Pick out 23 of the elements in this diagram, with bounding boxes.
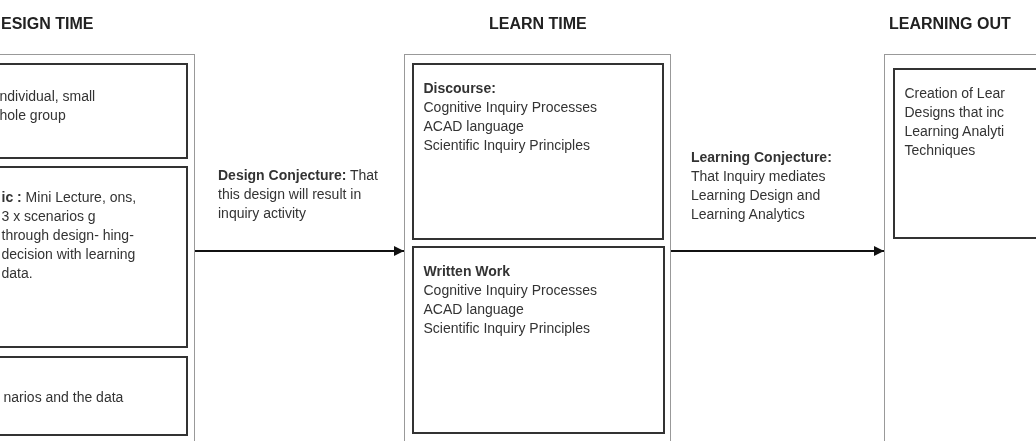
content-box — [0, 355, 188, 436]
box-text: ACAD language — [423, 116, 524, 136]
box-text: Creation of Lear Designs that inc Learning Analyti Techniques — [904, 83, 1006, 160]
content-box — [0, 165, 188, 348]
arrow — [670, 246, 885, 256]
box-text: ACAD language — [423, 299, 524, 319]
content-box — [0, 62, 188, 159]
box-heading: Written Work — [423, 261, 511, 281]
column-heading: LEARN TIME — [489, 15, 587, 33]
box-text: ndividual, small hole group — [0, 86, 97, 125]
box-text: Scientific Inquiry Principles — [423, 135, 590, 155]
box-heading: Discourse: — [423, 78, 496, 98]
arrow — [194, 246, 405, 256]
box-text: Cognitive Inquiry Processes — [423, 97, 598, 117]
column-heading: LEARNING OUT — [889, 15, 1011, 33]
content-box — [411, 62, 664, 240]
box-text: Scientific Inquiry Principles — [423, 318, 590, 338]
column-heading: ESIGN TIME — [1, 15, 94, 33]
content-box — [411, 245, 665, 434]
box-text: Cognitive Inquiry Processes — [423, 280, 598, 300]
box-text: narios and the data — [3, 387, 124, 407]
content-box — [892, 67, 1036, 239]
box-text: ic : Mini Lecture, ons, 3 x scenarios g through design- hing- decision with learning data. — [1, 187, 138, 283]
